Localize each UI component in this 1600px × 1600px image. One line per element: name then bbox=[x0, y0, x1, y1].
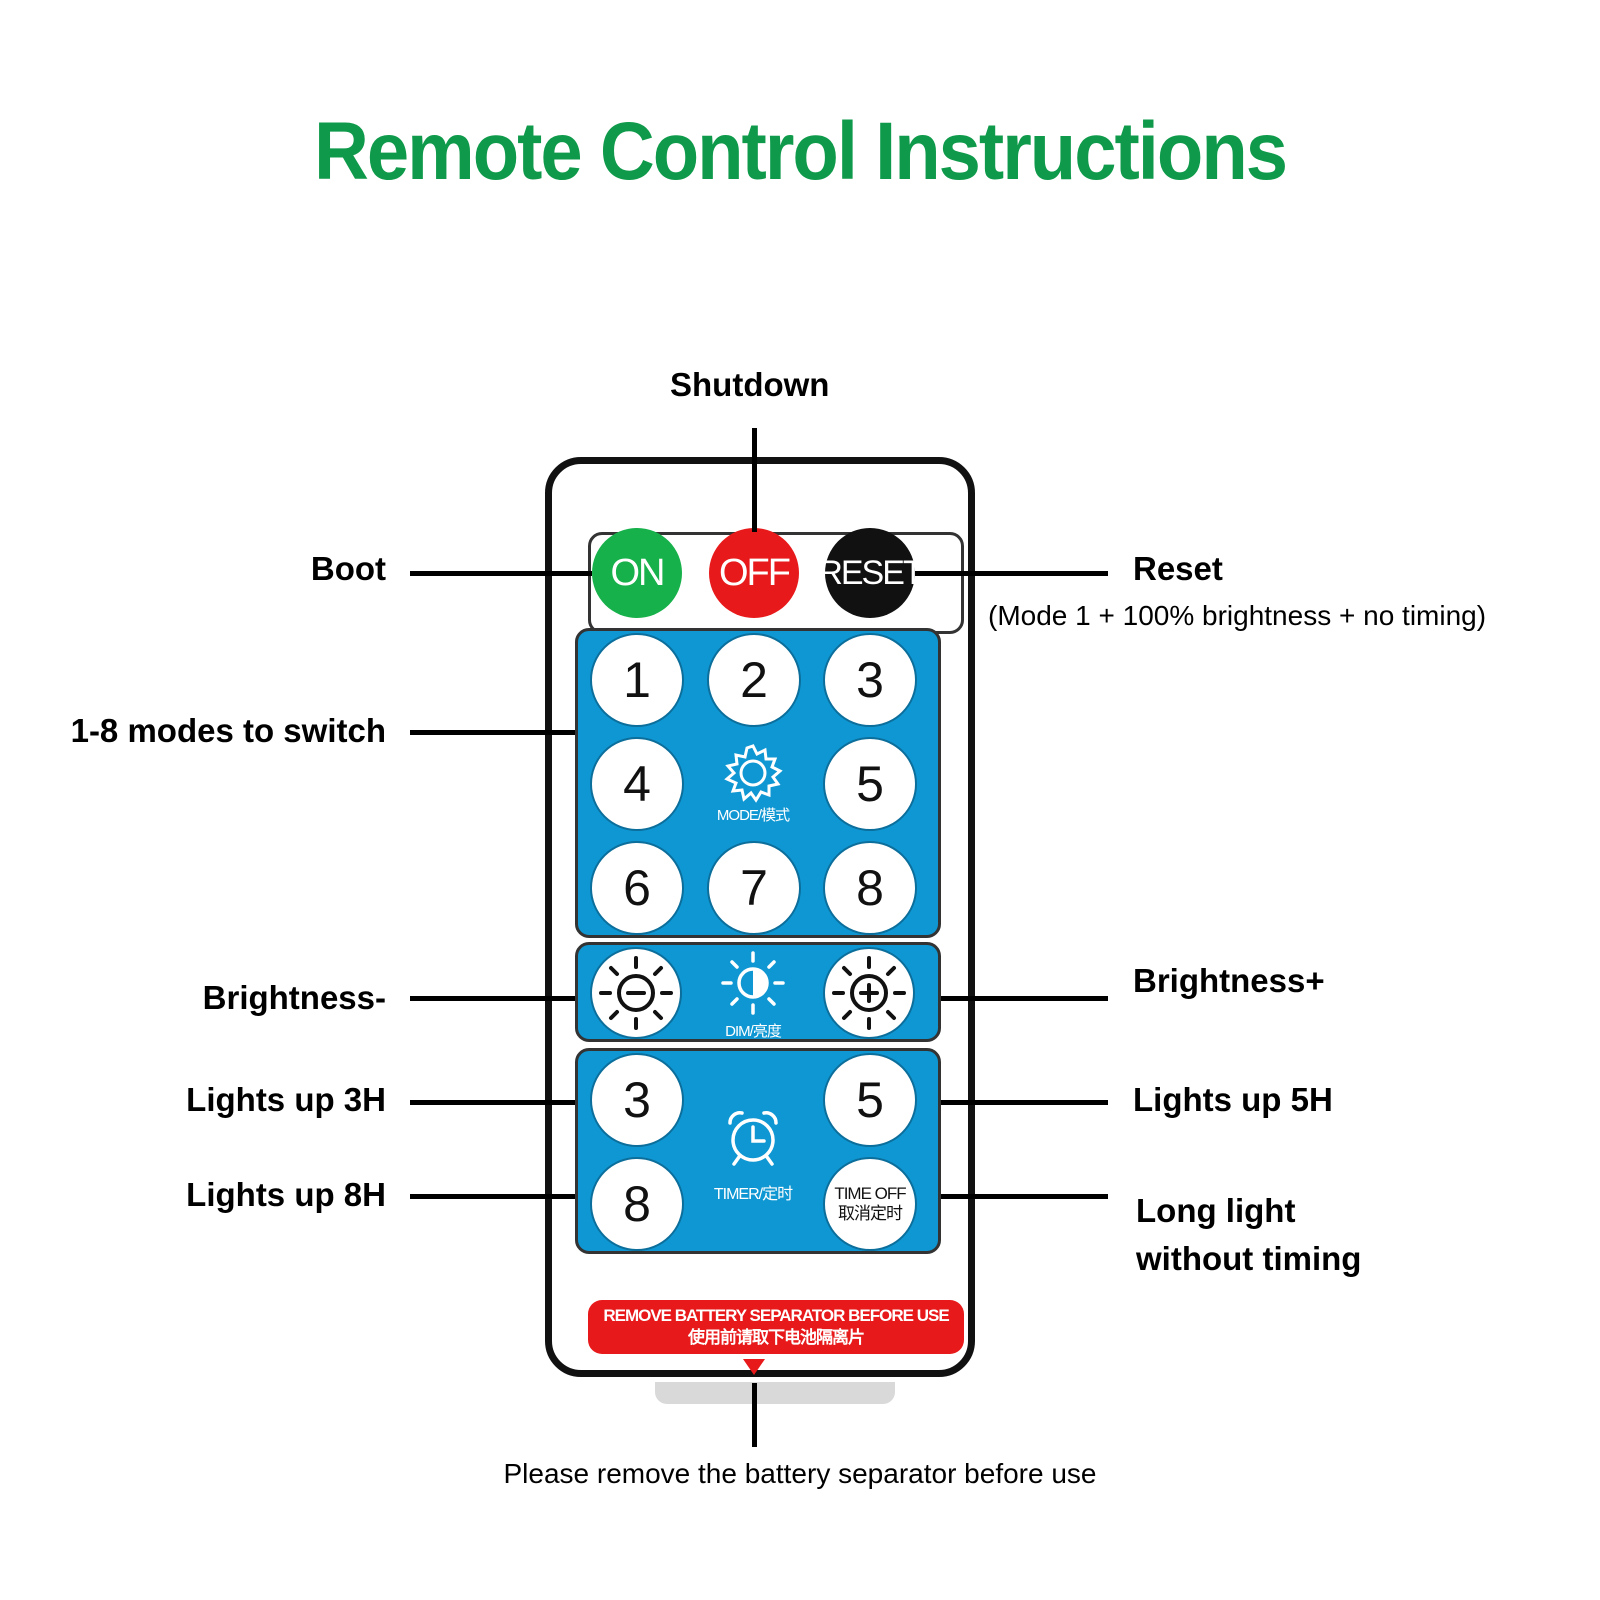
lights-5h-line bbox=[941, 1100, 1108, 1105]
shutdown-label: Shutdown bbox=[670, 366, 830, 403]
off-button[interactable]: OFF bbox=[709, 528, 799, 618]
sun-minus-icon bbox=[599, 956, 673, 1030]
timer-caption: TIMER/定时 bbox=[713, 1186, 793, 1203]
brightness-plus-label: Brightness+ bbox=[1133, 962, 1325, 999]
reset-label: Reset bbox=[1133, 550, 1223, 587]
boot-line bbox=[410, 571, 592, 576]
brightness-minus-button[interactable] bbox=[590, 947, 682, 1039]
lights-5h-label: Lights up 5H bbox=[1133, 1081, 1333, 1118]
modes-line bbox=[410, 730, 575, 735]
lights-3h-line bbox=[410, 1100, 575, 1105]
long-light-label-line2: without timing bbox=[1136, 1240, 1362, 1277]
lights-8h-line bbox=[410, 1194, 575, 1199]
battery-line bbox=[752, 1383, 757, 1447]
lights-3h-label: Lights up 3H bbox=[186, 1081, 386, 1118]
battery-tab bbox=[655, 1382, 895, 1404]
boot-label: Boot bbox=[310, 550, 386, 587]
brightness-plus-line bbox=[941, 996, 1108, 1001]
time-off-button[interactable]: TIME OFF 取消定时 bbox=[823, 1157, 917, 1251]
brightness-minus-line bbox=[410, 996, 575, 1001]
gear-icon bbox=[724, 744, 783, 803]
battery-warning-text-cn: 使用前请取下电池隔离片 bbox=[688, 1328, 865, 1347]
reset-button[interactable]: RESET bbox=[818, 528, 924, 618]
timer-8h-button[interactable]: 8 bbox=[590, 1157, 684, 1251]
dim-caption: DIM/亮度 bbox=[725, 1023, 782, 1040]
modes-label: 1-8 modes to switch bbox=[70, 712, 386, 749]
shutdown-line bbox=[752, 428, 757, 532]
timer-3h-button[interactable]: 3 bbox=[590, 1053, 684, 1147]
sun-half-icon bbox=[721, 951, 785, 1015]
time-off-label: TIME OFF bbox=[834, 1184, 906, 1203]
mode-6-button[interactable]: 6 bbox=[590, 841, 684, 935]
brightness-plus-button[interactable] bbox=[823, 947, 915, 1039]
mode-caption: MODE/模式 bbox=[716, 807, 790, 824]
mode-4-button[interactable]: 4 bbox=[590, 737, 684, 831]
mode-8-button[interactable]: 8 bbox=[823, 841, 917, 935]
mode-7-button[interactable]: 7 bbox=[707, 841, 801, 935]
reset-note: (Mode 1 + 100% brightness + no timing) bbox=[988, 600, 1487, 631]
mode-5-button[interactable]: 5 bbox=[823, 737, 917, 831]
battery-warning: REMOVE BATTERY SEPARATOR BEFORE USE 使用前请… bbox=[588, 1300, 964, 1354]
alarm-clock-icon bbox=[728, 1111, 778, 1166]
reset-line bbox=[915, 571, 1108, 576]
mode-2-button[interactable]: 2 bbox=[707, 633, 801, 727]
time-off-label-cn: 取消定时 bbox=[838, 1204, 903, 1223]
page-title: Remote Control Instructions bbox=[313, 105, 1288, 198]
sun-plus-icon bbox=[832, 956, 906, 1030]
battery-note: Please remove the battery separator befo… bbox=[503, 1458, 1097, 1489]
mode-1-button[interactable]: 1 bbox=[590, 633, 684, 727]
long-light-line bbox=[941, 1194, 1108, 1199]
down-triangle-icon bbox=[743, 1359, 765, 1375]
timer-5h-button[interactable]: 5 bbox=[823, 1053, 917, 1147]
brightness-minus-label: Brightness- bbox=[202, 979, 386, 1016]
mode-3-button[interactable]: 3 bbox=[823, 633, 917, 727]
lights-8h-label: Lights up 8H bbox=[186, 1176, 386, 1213]
battery-warning-text: REMOVE BATTERY SEPARATOR BEFORE USE bbox=[603, 1306, 949, 1325]
long-light-label: Long light bbox=[1136, 1192, 1296, 1229]
on-button[interactable]: ON bbox=[592, 528, 682, 618]
